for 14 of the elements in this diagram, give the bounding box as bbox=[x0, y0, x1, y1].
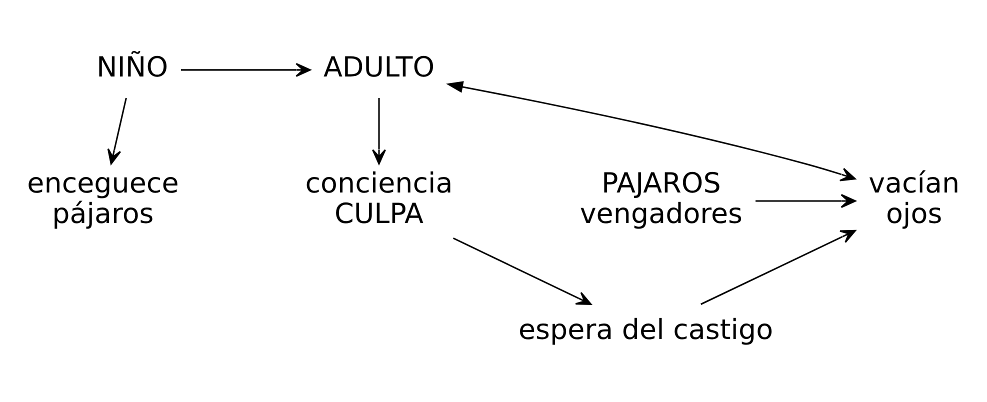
arrow bbox=[372, 98, 386, 165]
node-text: enceguece pájaros bbox=[27, 166, 179, 230]
node-text: conciencia CULPA bbox=[305, 166, 453, 230]
arrow bbox=[756, 194, 856, 208]
node-text: espera del castigo bbox=[518, 312, 774, 346]
arrow bbox=[107, 98, 127, 165]
node-text: ADULTO bbox=[323, 50, 435, 84]
node-text: vacían ojos bbox=[868, 166, 960, 230]
node-text: PAJAROS vengadores bbox=[580, 166, 743, 230]
arrow bbox=[452, 238, 592, 305]
arrow bbox=[180, 62, 311, 77]
node-text: NIÑO bbox=[96, 50, 168, 84]
arrow bbox=[700, 230, 856, 305]
arrow bbox=[446, 81, 856, 182]
